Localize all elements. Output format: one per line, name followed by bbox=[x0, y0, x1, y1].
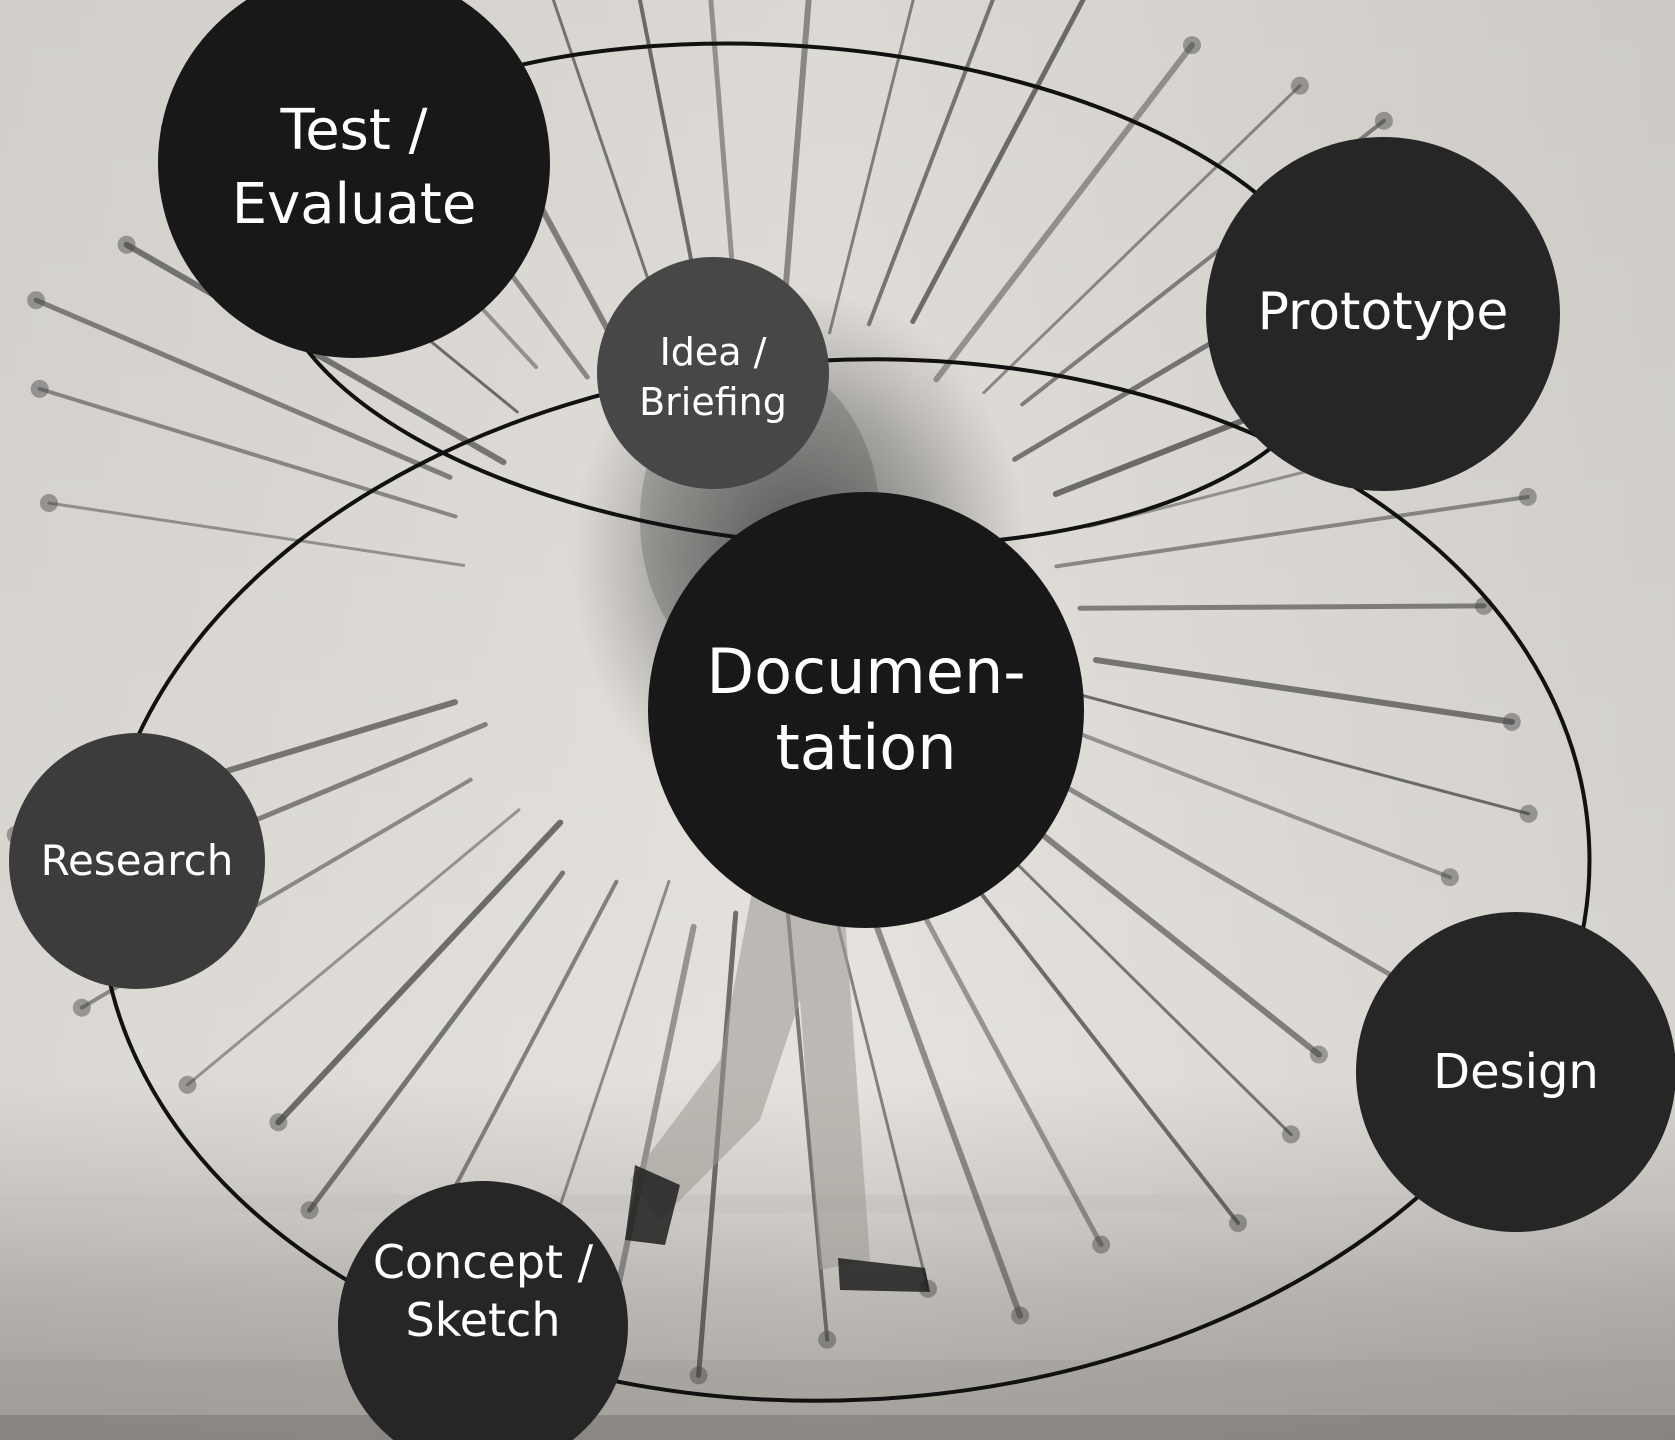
spoke-tip bbox=[1183, 36, 1201, 55]
spoke-tip bbox=[1374, 111, 1393, 130]
spoke-tip bbox=[178, 1075, 197, 1094]
spoke-line bbox=[33, 297, 453, 480]
node-prototype[interactable]: Prototype bbox=[1206, 137, 1560, 491]
spoke-line bbox=[893, 861, 1104, 1248]
node-research[interactable]: Research bbox=[9, 733, 265, 989]
spoke-line bbox=[426, 879, 619, 1240]
spoke-tip bbox=[1229, 1214, 1247, 1232]
spoke-tip bbox=[1519, 804, 1538, 823]
node-test-evaluate[interactable]: Test / Evaluate bbox=[158, 0, 550, 358]
spoke-line bbox=[960, 867, 1240, 1225]
spoke-tip bbox=[1440, 868, 1459, 887]
spoke-line bbox=[47, 501, 466, 567]
spoke-line bbox=[987, 790, 1322, 1058]
spoke-tip bbox=[1518, 487, 1537, 506]
node-concept-sketch[interactable]: Concept / Sketch bbox=[338, 1181, 628, 1440]
spoke-line bbox=[551, 0, 658, 304]
spoke-tip bbox=[30, 379, 49, 398]
spoke-line bbox=[867, 0, 995, 327]
spoke-line bbox=[1092, 657, 1515, 725]
spoke-tip bbox=[1092, 1235, 1111, 1254]
spoke-tip bbox=[269, 1113, 288, 1132]
spoke-line bbox=[836, 922, 930, 1291]
spoke-tip bbox=[1282, 1125, 1300, 1144]
node-prototype-label: Prototype bbox=[1257, 282, 1509, 342]
spoke-tip bbox=[1290, 76, 1309, 95]
node-design[interactable]: Design bbox=[1356, 912, 1675, 1232]
spoke-tip bbox=[689, 1366, 708, 1385]
spoke-tip bbox=[818, 1330, 837, 1349]
node-concept-sketch-label: Concept / Sketch bbox=[372, 1235, 594, 1347]
spoke-line bbox=[307, 870, 566, 1213]
node-test-evaluate-label: Test / Evaluate bbox=[231, 98, 477, 237]
spoke-tip bbox=[300, 1201, 319, 1220]
spoke-line bbox=[1047, 775, 1431, 999]
spoke-line bbox=[910, 0, 1086, 324]
spoke-tip bbox=[27, 291, 46, 310]
spoke-line bbox=[982, 84, 1302, 395]
spoke-line bbox=[637, 0, 707, 332]
spoke-tip bbox=[1011, 1306, 1030, 1325]
spoke-line bbox=[828, 0, 915, 335]
spoke-tip bbox=[72, 998, 91, 1017]
spoke-tip bbox=[1502, 712, 1521, 731]
node-design-label: Design bbox=[1433, 1044, 1599, 1100]
spoke-line bbox=[1054, 494, 1530, 569]
spoke-line bbox=[1047, 685, 1531, 816]
spoke-line bbox=[1054, 722, 1452, 880]
spoke-line bbox=[1077, 603, 1487, 611]
node-idea-briefing[interactable]: Idea / Briefing bbox=[597, 257, 829, 489]
spoke-tip bbox=[117, 235, 136, 254]
spoke-tip bbox=[1309, 1045, 1328, 1064]
node-idea-briefing-label: Idea / Briefing bbox=[639, 330, 787, 424]
spoke-line bbox=[275, 819, 564, 1126]
spoke-line bbox=[782, 0, 812, 291]
spoke-line bbox=[708, 0, 739, 310]
spoke-tip bbox=[39, 494, 58, 512]
node-documentation[interactable]: Documen- tation bbox=[648, 492, 1084, 928]
spoke-line bbox=[933, 42, 1195, 383]
node-research-label: Research bbox=[40, 836, 234, 885]
spoke-line bbox=[862, 893, 1024, 1319]
node-documentation-label: Documen- tation bbox=[706, 635, 1026, 784]
spoke-line bbox=[609, 923, 697, 1317]
spoke-line bbox=[980, 827, 1293, 1136]
spoke-line bbox=[37, 386, 458, 519]
spoke-line bbox=[186, 808, 521, 1087]
